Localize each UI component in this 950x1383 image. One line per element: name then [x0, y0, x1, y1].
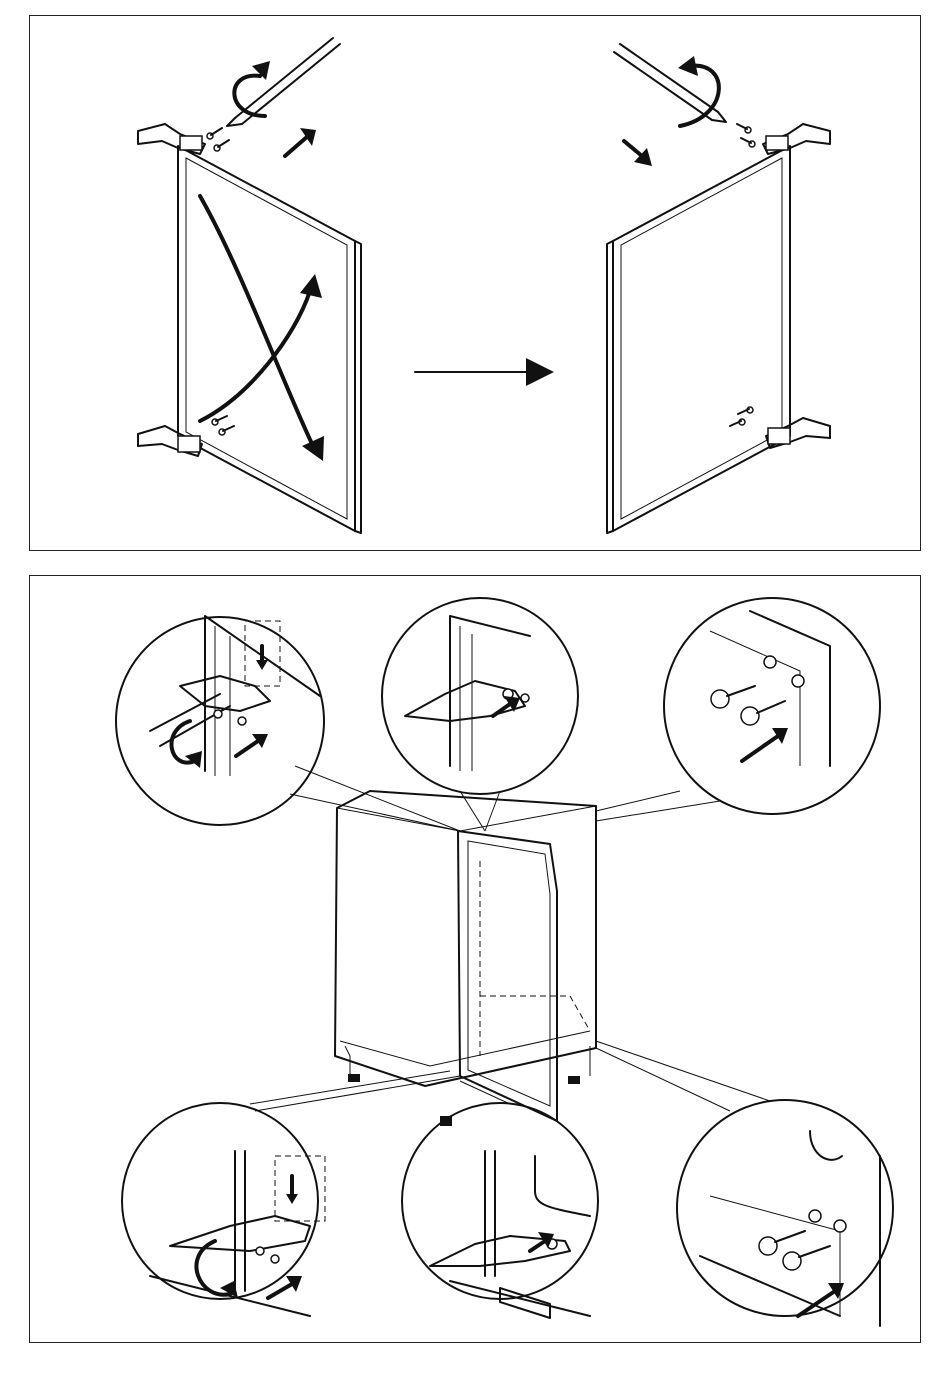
- door-reversal-drawing: [30, 16, 922, 552]
- arrow-head: [300, 274, 322, 298]
- screw-icon: [521, 694, 529, 702]
- screwdriver-icon: [227, 38, 340, 126]
- bottom-center-hinge: [430, 1151, 590, 1318]
- screw-icon: [741, 707, 759, 725]
- arrow-icon: [268, 1284, 292, 1298]
- hinge-icon: [763, 124, 830, 154]
- foot: [568, 1076, 580, 1084]
- arrow-icon: [530, 1241, 545, 1251]
- door-reversal-panel: [29, 15, 921, 551]
- hinge-mounting-drawing: [30, 576, 922, 1344]
- door-icon: [458, 831, 557, 1121]
- leader-lines: [250, 766, 770, 1111]
- top-center-hinge: [405, 616, 530, 771]
- screw-icon: [207, 128, 229, 151]
- hinge-icon: [766, 418, 830, 448]
- bottom-left-hinge: [150, 1151, 325, 1316]
- door-icon: [607, 146, 790, 533]
- screw-icon: [271, 1255, 279, 1263]
- arrow-icon: [624, 141, 642, 156]
- top-right-holes: [710, 611, 830, 766]
- arrow-head: [302, 436, 324, 461]
- screw-icon: [214, 710, 222, 718]
- screw-icon: [256, 1247, 264, 1255]
- bottom-right-holes: [700, 1131, 880, 1326]
- arrow-icon: [236, 741, 258, 756]
- arrow-head: [526, 358, 554, 386]
- foot: [348, 1074, 360, 1082]
- arrow-icon: [742, 736, 778, 761]
- screw-icon: [759, 1237, 777, 1255]
- arrow-icon: [285, 136, 308, 156]
- hinge-mounting-panel: [29, 575, 921, 1343]
- screw-icon: [783, 1252, 801, 1270]
- screw-icon: [730, 124, 755, 426]
- top-left-hinge: [150, 616, 320, 776]
- screw-icon: [711, 690, 729, 708]
- hinge-icon: [138, 124, 205, 154]
- rotate-arrow-head: [678, 56, 698, 76]
- hinge-icon: [138, 426, 202, 456]
- screw-icon: [238, 717, 246, 725]
- screw-icon: [212, 416, 234, 435]
- rotate-arrow-icon: [680, 66, 719, 126]
